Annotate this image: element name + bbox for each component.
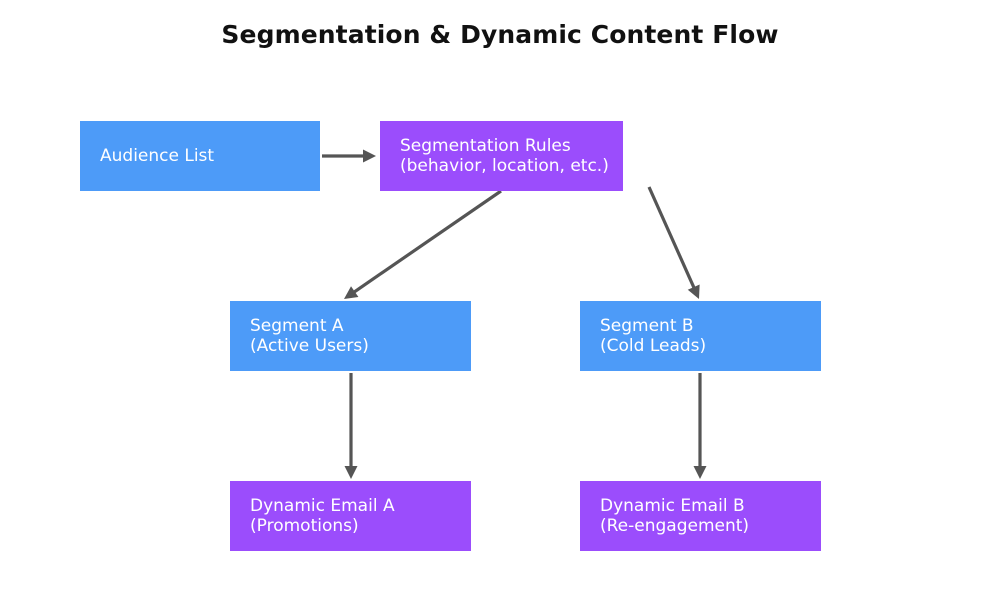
arrow-segment-b-to-dynamic-email-b (693, 373, 707, 479)
node-label-line: Dynamic Email B (600, 496, 745, 516)
page-title: Segmentation & Dynamic Content Flow (221, 20, 779, 49)
node-label-line: (Re-engagement) (600, 516, 750, 536)
node-label-line: (behavior, location, etc.) (400, 156, 609, 176)
arrow-segment-a-to-dynamic-email-a (344, 373, 358, 479)
arrow-head (363, 149, 376, 163)
node-label-line: Audience List (100, 146, 215, 166)
arrow-shaft (352, 189, 502, 295)
arrow-audience-list-to-segmentation-rules (322, 149, 376, 163)
node-segmentation-rules[interactable]: Segmentation Rules(behavior, location, e… (380, 121, 623, 191)
arrow-head (344, 286, 359, 299)
node-label-line: (Promotions) (250, 516, 359, 536)
arrow-segmentation-rules-to-segment-a (344, 189, 502, 299)
node-label-line: Segmentation Rules (400, 136, 571, 156)
node-label-line: (Active Users) (250, 336, 369, 356)
node-label-line: (Cold Leads) (600, 336, 707, 356)
arrow-segmentation-rules-to-segment-b (647, 186, 700, 299)
node-label-line: Dynamic Email A (250, 496, 395, 516)
arrow-head (344, 466, 358, 479)
arrow-head (693, 466, 707, 479)
node-label-line: Segment A (250, 316, 344, 336)
node-dynamic-email-b[interactable]: Dynamic Email B(Re-engagement) (580, 481, 821, 551)
node-label-line: Segment B (600, 316, 694, 336)
node-segment-a[interactable]: Segment A(Active Users) (230, 301, 471, 371)
node-segment-b[interactable]: Segment B(Cold Leads) (580, 301, 821, 371)
node-dynamic-email-a[interactable]: Dynamic Email A(Promotions) (230, 481, 471, 551)
node-audience-list[interactable]: Audience List (80, 121, 320, 191)
arrow-shaft (647, 186, 696, 290)
arrow-head (687, 284, 700, 299)
